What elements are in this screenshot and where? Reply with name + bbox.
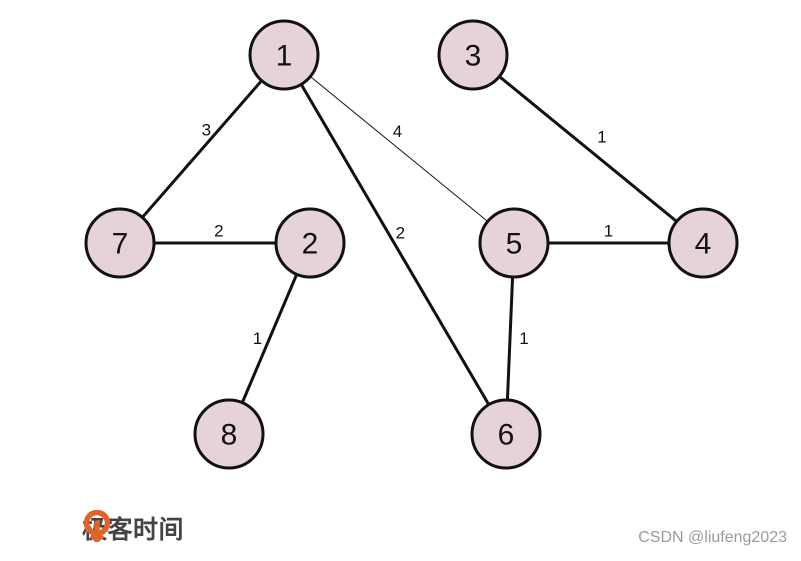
node-4: 4 (667, 207, 739, 279)
node-3: 3 (437, 19, 509, 91)
node-label-4: 4 (695, 228, 712, 261)
edge-weight-5-4: 1 (604, 222, 613, 241)
edge-3-4 (472, 53, 704, 245)
edge-weight-1-5: 4 (393, 122, 402, 141)
node-circle-8 (193, 398, 265, 470)
node-circle-1 (248, 19, 320, 91)
node-2: 2 (274, 207, 346, 279)
node-5: 5 (478, 207, 550, 279)
edge-1-6 (282, 54, 508, 435)
edge-1-5 (283, 54, 515, 244)
node-label-8: 8 (221, 419, 238, 452)
node-7: 7 (84, 207, 156, 279)
edge-weight-2-8: 1 (253, 329, 262, 348)
node-circle-5 (478, 207, 550, 279)
edge-weight-1-7: 3 (202, 121, 211, 140)
geekbang-logo: 极客时间 (82, 510, 184, 546)
node-circle-6 (470, 398, 542, 470)
edge-1-7 (118, 54, 286, 244)
node-label-6: 6 (498, 419, 515, 452)
node-circle-2 (274, 207, 346, 279)
node-6: 6 (470, 398, 542, 470)
nodes-layer: 1 3 7 2 5 4 8 6 (84, 19, 739, 470)
node-8: 8 (193, 398, 265, 470)
csdn-watermark: CSDN @liufeng2023 (638, 529, 787, 546)
edge-weight-5-6: 1 (519, 329, 528, 348)
node-circle-3 (437, 19, 509, 91)
node-label-5: 5 (506, 228, 523, 261)
edge-weight-7-2: 2 (214, 222, 223, 241)
edges-layer (118, 53, 704, 435)
node-label-2: 2 (302, 228, 319, 261)
node-circle-4 (667, 207, 739, 279)
node-circle-7 (84, 207, 156, 279)
node-1: 1 (248, 19, 320, 91)
geekbang-logo-icon (83, 510, 111, 542)
node-label-7: 7 (112, 228, 129, 261)
node-label-3: 3 (465, 40, 482, 73)
edge-weight-3-4: 1 (597, 128, 606, 147)
edge-weight-1-6: 2 (396, 224, 405, 243)
node-label-1: 1 (276, 40, 293, 73)
weights-layer: 3 4 2 1 2 1 1 1 (202, 121, 614, 348)
